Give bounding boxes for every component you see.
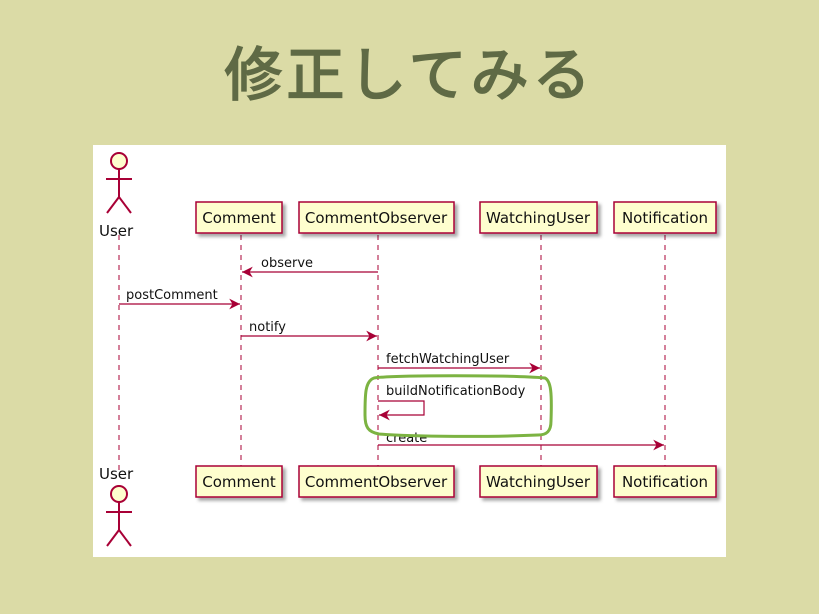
actor-user-top — [106, 152, 132, 214]
participant-box-comment-top — [195, 201, 283, 234]
participant-box-watchinguser-bottom — [479, 465, 598, 498]
participant-box-comment-bottom — [195, 465, 283, 498]
participant-box-watchinguser-top — [479, 201, 598, 234]
message-buildnotificationbody: buildNotificationBody — [386, 384, 526, 399]
participant-watchinguser-top: WatchingUser — [486, 209, 591, 227]
message-notify: notify — [249, 320, 286, 335]
participant-commentobserver-bottom: CommentObserver — [305, 473, 448, 491]
participant-comment-top: Comment — [202, 209, 276, 227]
slide-title: 修正してみる — [224, 41, 595, 109]
participant-comment-bottom: Comment — [202, 473, 276, 491]
message-postcomment: postComment — [126, 288, 218, 303]
sequence-diagram-svg: User Comment CommentObserver WatchingUse… — [99, 152, 717, 547]
message-create: create — [386, 431, 427, 446]
participant-commentobserver-top: CommentObserver — [305, 209, 448, 227]
participant-box-commentobserver-bottom — [298, 465, 455, 498]
message-fetchwatchinguser: fetchWatchingUser — [386, 352, 510, 367]
participant-box-commentobserver-top — [298, 201, 455, 234]
participant-notification-bottom: Notification — [622, 473, 708, 491]
highlight-outline — [363, 374, 553, 438]
participant-box-notification-top — [613, 201, 717, 234]
participant-notification-top: Notification — [622, 209, 708, 227]
arrow-buildnotificationbody — [378, 400, 425, 421]
participant-watchinguser-bottom: WatchingUser — [486, 473, 591, 491]
actor-user-bottom — [106, 485, 132, 547]
actor-label-top: User — [99, 222, 134, 240]
message-observe: observe — [261, 256, 313, 271]
actor-label-bottom: User — [99, 465, 134, 483]
participant-box-notification-bottom — [613, 465, 717, 498]
sequence-diagram: User Comment CommentObserver WatchingUse… — [93, 145, 726, 557]
